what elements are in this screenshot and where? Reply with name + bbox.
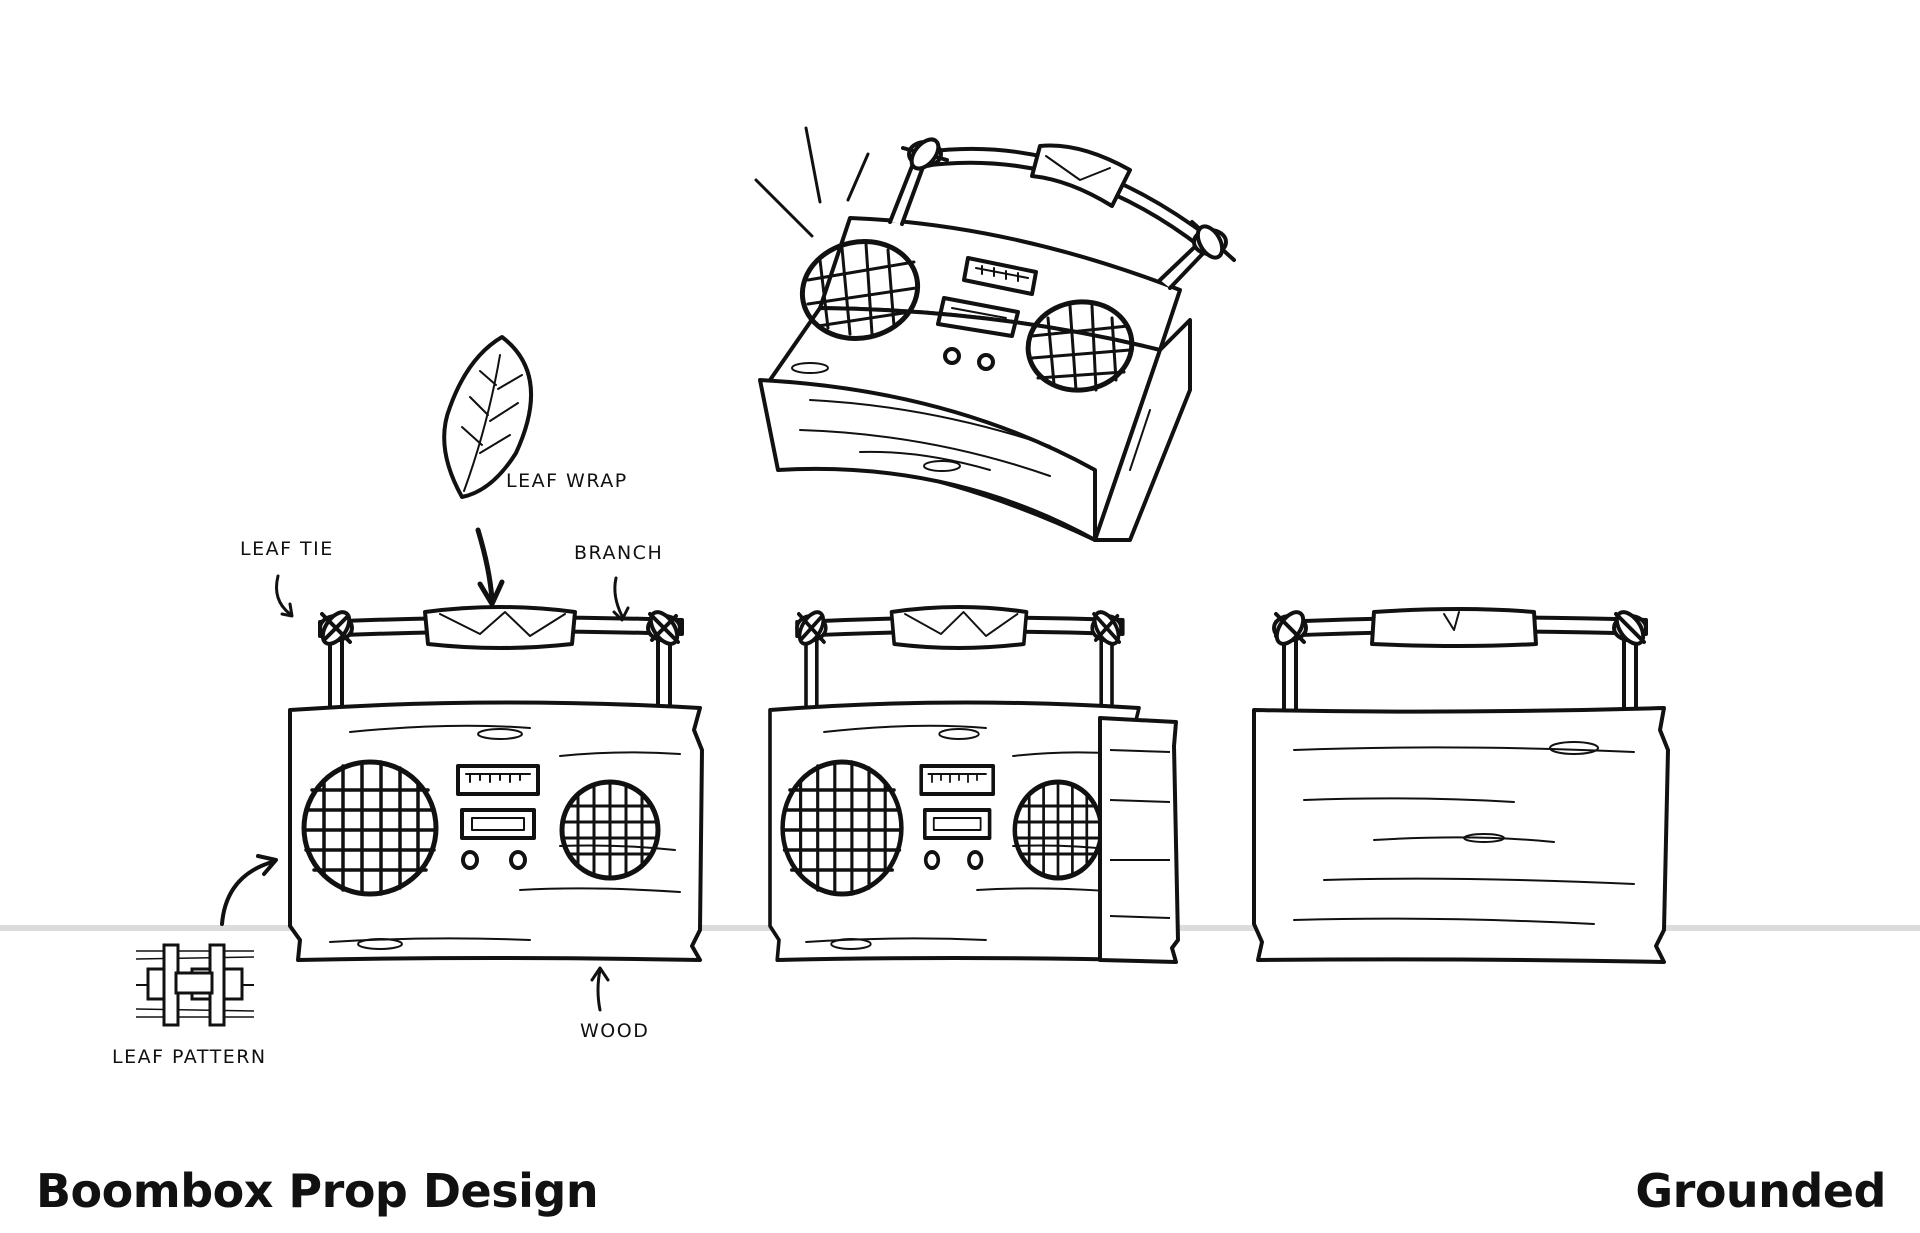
leaf-drawing [442,335,534,499]
callout-leaf-wrap: LEAF WRAP [506,470,628,492]
sheet-title: Boombox Prop Design [36,1164,599,1218]
arrow-leaf-pattern [220,860,274,926]
arrow-leaf-tie [275,574,292,616]
callout-wood: WOOD [580,1020,650,1042]
boombox-three-quarter-view [770,607,1180,964]
boombox-front-view [290,607,702,960]
callout-leaf-tie: LEAF TIE [240,538,334,560]
arrow-branch [613,576,624,618]
boombox-back-view [1252,605,1670,964]
boombox-hero-view [754,126,1236,542]
brand-logo-text: Grounded [1635,1164,1886,1218]
callout-leaf-pattern: LEAF PATTERN [112,1046,267,1068]
leaf-pattern-swatch [135,943,255,1027]
callout-branch: BRANCH [574,542,664,564]
arrow-wood [596,968,602,1012]
arrow-leaf-wrap [475,527,495,603]
